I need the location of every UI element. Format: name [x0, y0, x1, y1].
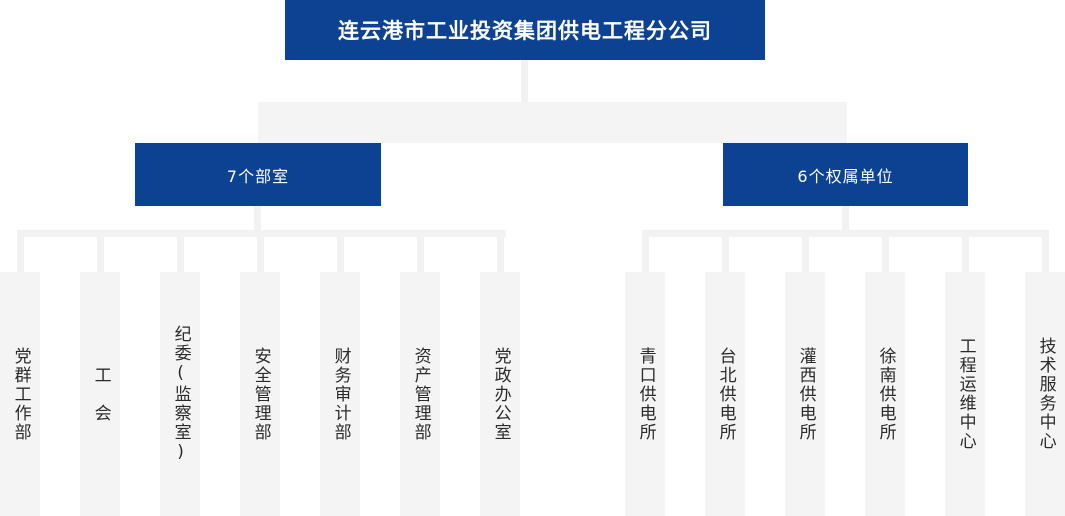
connector-drop-subsidiary-1 — [642, 230, 649, 274]
connector-drop-subsidiary-3 — [802, 230, 809, 274]
group-node-subsidiaries[interactable]: 6个权属单位 — [723, 143, 968, 206]
leaf-node-subsidiary-2[interactable]: 台北供电所 — [705, 272, 745, 516]
group-node-departments[interactable]: 7个部室 — [135, 143, 381, 206]
leaf-node-department-7[interactable]: 党政办公室 — [480, 272, 520, 516]
leaf-node-label: 财务审计部 — [330, 346, 351, 442]
connector-drop-subsidiary-4 — [882, 230, 889, 274]
leaf-node-subsidiary-1[interactable]: 青口供电所 — [625, 272, 665, 516]
leaf-node-label: 党政办公室 — [490, 346, 511, 442]
connector-drop-department-6 — [417, 230, 424, 274]
connector-subsidiaries-stub — [842, 206, 849, 231]
leaf-node-subsidiary-4[interactable]: 徐南供电所 — [865, 272, 905, 516]
leaf-node-department-1[interactable]: 党群工作部 — [0, 272, 40, 516]
leaf-node-label: 技术服务中心 — [1035, 337, 1056, 451]
connector-drop-subsidiary-6 — [1042, 230, 1049, 274]
leaf-node-label: 台北供电所 — [715, 346, 736, 442]
connector-departments-stub — [254, 206, 261, 231]
connector-root-block — [258, 102, 847, 143]
leaf-node-label: 资产管理部 — [410, 346, 431, 442]
leaf-node-label: 工程运维中心 — [955, 337, 976, 451]
connector-drop-department-5 — [337, 230, 344, 274]
leaf-node-label: 工 会 — [90, 365, 111, 423]
connector-drop-department-3 — [177, 230, 184, 274]
leaf-node-department-4[interactable]: 安全管理部 — [240, 272, 280, 516]
connector-subsidiaries-bar — [645, 230, 1045, 237]
leaf-node-subsidiary-6[interactable]: 技术服务中心 — [1025, 272, 1065, 516]
connector-drop-department-2 — [97, 230, 104, 274]
connector-root-stub — [521, 60, 528, 104]
leaf-node-label: 纪委(监察室) — [170, 324, 191, 464]
leaf-node-label: 青口供电所 — [635, 346, 656, 442]
connector-drop-department-4 — [257, 230, 264, 274]
leaf-node-label: 灌西供电所 — [795, 346, 816, 442]
leaf-node-label: 徐南供电所 — [875, 346, 896, 442]
connector-drop-subsidiary-5 — [962, 230, 969, 274]
leaf-node-department-2[interactable]: 工 会 — [80, 272, 120, 516]
leaf-node-department-3[interactable]: 纪委(监察室) — [160, 272, 200, 516]
connector-drop-subsidiary-2 — [722, 230, 729, 274]
leaf-node-label: 安全管理部 — [250, 346, 271, 442]
root-node[interactable]: 连云港市工业投资集团供电工程分公司 — [285, 0, 765, 60]
connector-drop-department-1 — [17, 230, 24, 274]
connector-drop-department-7 — [497, 230, 504, 274]
leaf-node-department-6[interactable]: 资产管理部 — [400, 272, 440, 516]
leaf-node-department-5[interactable]: 财务审计部 — [320, 272, 360, 516]
leaf-node-subsidiary-5[interactable]: 工程运维中心 — [945, 272, 985, 516]
leaf-node-label: 党群工作部 — [10, 346, 31, 442]
leaf-node-subsidiary-3[interactable]: 灌西供电所 — [785, 272, 825, 516]
